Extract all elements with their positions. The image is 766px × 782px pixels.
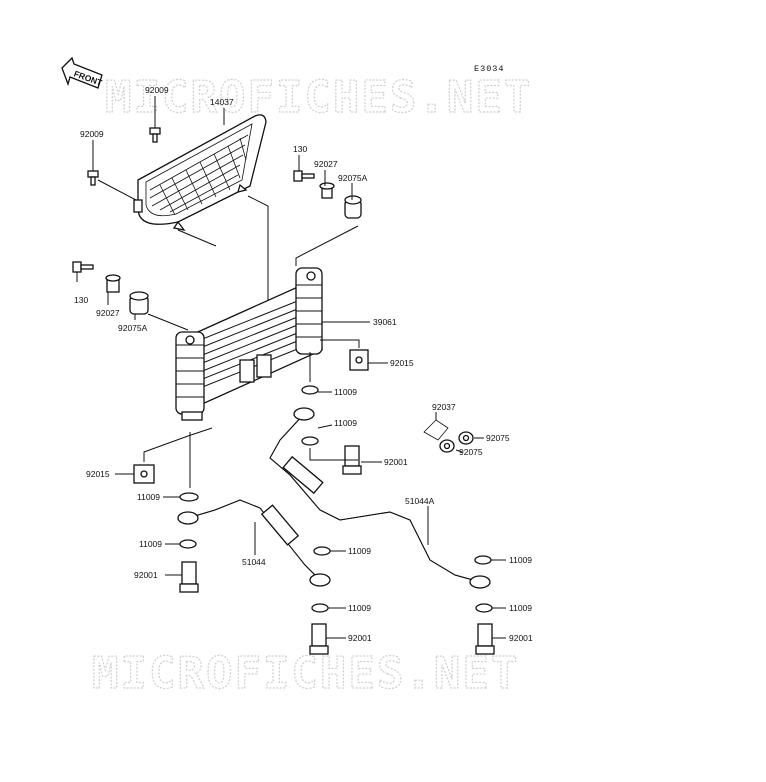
label-92009-b: 92009 <box>80 129 104 139</box>
label-11009-d: 11009 <box>139 539 162 549</box>
front-arrow-icon: FRONT <box>61 56 104 89</box>
label-11009-h: 11009 <box>509 603 532 613</box>
banjo-bolt-92001-a <box>342 445 362 475</box>
oil-cooler <box>175 267 323 421</box>
grommet-92075A-a <box>344 195 362 219</box>
label-92075-b: 92075 <box>459 447 483 457</box>
label-92075A-a: 92075A <box>338 173 368 183</box>
watermark-bottom: MICROFICHES.NET <box>92 648 519 699</box>
label-92001-b: 92001 <box>134 570 158 580</box>
label-92027-a: 92027 <box>314 159 338 169</box>
grommet-92075A-b <box>129 291 149 315</box>
label-92075-a: 92075 <box>486 433 510 443</box>
collar-92027-b <box>105 274 121 293</box>
label-92001-a: 92001 <box>384 457 408 467</box>
bolt-92009-b <box>87 170 99 186</box>
label-130-b: 130 <box>74 295 88 305</box>
banjo-bolt-92001-d <box>475 623 495 655</box>
oil-cooler-screen <box>133 114 267 231</box>
label-92015-b: 92015 <box>86 469 110 479</box>
collar-92027-a <box>319 182 335 199</box>
clip-92037 <box>423 419 449 441</box>
label-51044: 51044 <box>242 557 266 567</box>
bolt-92009-a <box>149 127 161 143</box>
label-39061: 39061 <box>373 317 397 327</box>
grommet-92075-b <box>439 439 455 453</box>
bolt-130-a <box>293 170 315 182</box>
oil-hose-51044 <box>177 499 331 587</box>
label-130-a: 130 <box>293 144 307 154</box>
label-92027-b: 92027 <box>96 308 120 318</box>
oil-hose-51044A <box>269 407 491 589</box>
label-11009-b: 11009 <box>334 418 357 428</box>
label-51044A: 51044A <box>405 496 435 506</box>
bolt-130-b <box>72 261 94 273</box>
label-11009-f: 11009 <box>509 555 532 565</box>
grommet-92075-a <box>458 431 474 445</box>
banjo-bolt-92001-b <box>179 561 199 593</box>
bracket-92015-a <box>349 349 369 371</box>
label-92009-a: 92009 <box>145 85 169 95</box>
label-11009-g: 11009 <box>348 603 371 613</box>
diagram-code: E3034 <box>474 64 505 74</box>
bracket-92015-b <box>133 464 155 484</box>
banjo-bolt-92001-c <box>309 623 329 655</box>
label-11009-e: 11009 <box>348 546 371 556</box>
label-11009-a: 11009 <box>334 387 357 397</box>
label-14037: 14037 <box>210 97 234 107</box>
leader-lines <box>76 96 506 639</box>
label-92001-d: 92001 <box>509 633 533 643</box>
label-92015-a: 92015 <box>390 358 414 368</box>
washer-11009-set <box>179 385 493 613</box>
label-92037: 92037 <box>432 402 456 412</box>
label-92075A-b: 92075A <box>118 323 148 333</box>
label-92001-c: 92001 <box>348 633 372 643</box>
label-11009-c: 11009 <box>137 492 160 502</box>
watermark-top: MICROFICHES.NET <box>105 72 532 123</box>
